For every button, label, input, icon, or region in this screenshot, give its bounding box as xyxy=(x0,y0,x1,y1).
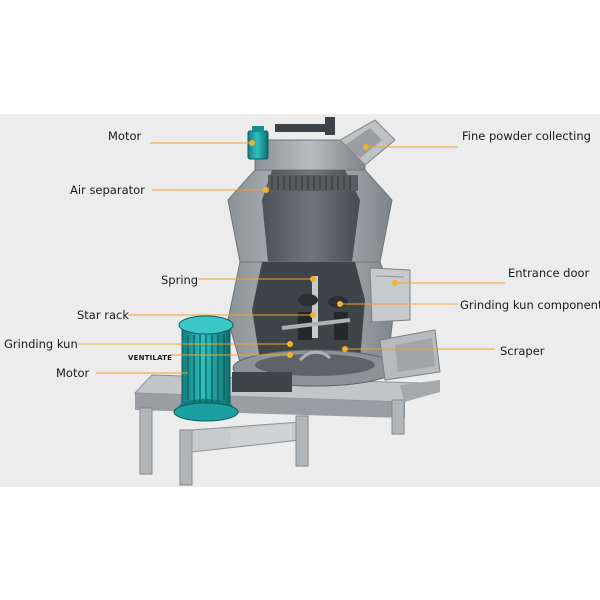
dot-ventilate xyxy=(287,352,293,358)
label-motor-bottom: Motor xyxy=(56,366,90,380)
dot-grinding-components xyxy=(337,301,343,307)
label-star-rack: Star rack xyxy=(77,308,129,322)
leader-dots xyxy=(249,140,398,358)
side-duct xyxy=(379,329,441,381)
main-vessel xyxy=(227,139,398,387)
label-spring: Spring xyxy=(161,273,199,287)
top-motor xyxy=(247,117,335,160)
dot-grinding-kun xyxy=(287,341,293,347)
label-grinding-kun-components: Grinding kun components xyxy=(460,298,600,312)
entrance-door xyxy=(369,267,411,323)
fine-powder-outlet xyxy=(339,119,396,166)
label-scraper: Scraper xyxy=(500,344,545,358)
bottom-motor xyxy=(173,315,239,422)
dot-motor-top xyxy=(249,140,255,146)
grinding-rollers xyxy=(281,276,351,362)
dot-air-separator xyxy=(263,187,269,193)
label-motor-top: Motor xyxy=(108,129,142,143)
label-entrance-door: Entrance door xyxy=(508,266,590,280)
label-grinding-kun: Grinding kun xyxy=(4,337,78,351)
drive-housing xyxy=(232,372,292,392)
dot-scraper xyxy=(342,346,348,352)
label-air-separator: Air separator xyxy=(70,183,145,197)
label-fine-powder-collecting: Fine powder collecting xyxy=(462,129,591,143)
label-ventilate: VENTILATE xyxy=(128,354,173,362)
dot-star-rack xyxy=(310,312,316,318)
leader-lines xyxy=(78,142,505,374)
dot-spring xyxy=(310,276,316,282)
dot-fine-powder xyxy=(363,144,369,150)
dot-entrance-door xyxy=(392,280,398,286)
